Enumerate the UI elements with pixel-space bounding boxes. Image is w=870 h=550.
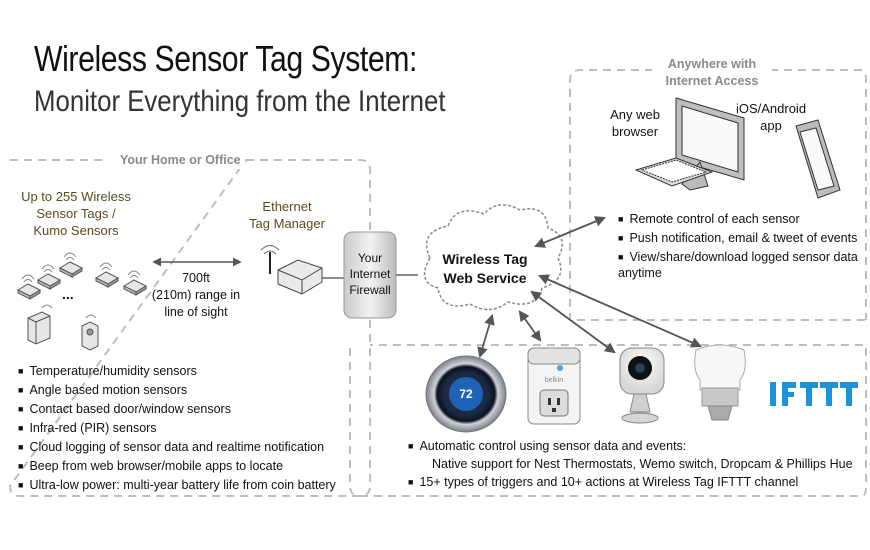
thermostat-reading: 72 xyxy=(459,387,473,401)
remote-features-tail: anytime xyxy=(618,266,662,280)
anywhere-label-line: Internet Access xyxy=(665,74,759,88)
anywhere-box xyxy=(569,69,870,321)
home-feature-item: Angle based motion sensors xyxy=(18,381,336,400)
automation-list-2: 15+ types of triggers and 10+ actions at… xyxy=(408,473,798,492)
arrow-cloud-nest xyxy=(477,313,495,359)
firewall-label: Your Internet Firewall xyxy=(344,250,396,298)
range-text-line: 700ft xyxy=(182,271,210,285)
home-feature-item: Beep from web browser/mobile apps to loc… xyxy=(18,457,336,476)
range-text-line: (210m) range in xyxy=(151,288,241,302)
remote-feature-item: Remote control of each sensor xyxy=(618,210,858,229)
firewall-label-line: Internet xyxy=(349,267,391,281)
home-office-box xyxy=(8,159,371,497)
range-text: 700ft (210m) range in line of sight xyxy=(146,270,246,321)
automation-list: Automatic control using sensor data and … xyxy=(408,437,686,456)
app-caption-line: app xyxy=(760,118,782,133)
page-subtitle: Monitor Everything from the Internet xyxy=(34,85,446,118)
sensor-ellipsis: ... xyxy=(62,286,74,302)
browser-caption-line: Any web xyxy=(610,107,660,122)
remote-features-list: Remote control of each sensor Push notif… xyxy=(618,210,858,267)
hue-bulb-illustration xyxy=(694,344,746,421)
arrow-cloud-dropcam xyxy=(530,290,616,354)
automation-box xyxy=(349,344,867,497)
arrow-cloud-wemo xyxy=(518,310,542,342)
remote-feature-item: View/share/download logged sensor data xyxy=(618,248,857,267)
web-service-label-line: Wireless Tag xyxy=(442,251,528,267)
web-service-label: Wireless Tag Web Service xyxy=(430,250,540,288)
tag-manager-caption-line: Tag Manager xyxy=(249,216,325,231)
sensors-caption-line: Up to 255 Wireless xyxy=(21,189,131,204)
home-feature-item: Temperature/humidity sensors xyxy=(18,362,336,381)
app-caption-line: iOS/Android xyxy=(735,101,807,116)
home-features-list: Temperature/humidity sensors Angle based… xyxy=(18,362,336,495)
automation-subline: Native support for Nest Thermostats, Wem… xyxy=(432,457,853,471)
range-text-line: line of sight xyxy=(164,305,228,319)
ifttt-logo xyxy=(770,382,858,406)
nest-thermostat-illustration xyxy=(425,355,507,433)
home-feature-item: Cloud logging of sensor data and realtim… xyxy=(18,438,336,457)
browser-caption-line: browser xyxy=(611,124,659,139)
home-feature-item: Contact based door/window sensors xyxy=(18,400,336,419)
dropcam-illustration xyxy=(619,347,665,424)
web-service-label-line: Web Service xyxy=(443,270,527,286)
anywhere-label-line: Anywhere with xyxy=(667,57,757,71)
web-service-cloud xyxy=(423,204,563,311)
sensors-caption-line: Kumo Sensors xyxy=(33,223,119,238)
home-feature-item: Infra-red (PIR) sensors xyxy=(18,419,336,438)
wemo-switch-illustration xyxy=(527,347,581,425)
tag-manager-caption-line: Ethernet xyxy=(262,199,312,214)
tag-manager-device xyxy=(260,245,323,295)
remote-feature-item: Push notification, email & tweet of even… xyxy=(618,229,858,248)
browser-caption: Any web browser xyxy=(600,106,670,140)
arrow-cloud-remote xyxy=(534,216,606,248)
sensor-tags-cluster xyxy=(16,252,148,351)
app-caption: iOS/Android app xyxy=(726,100,816,134)
home-office-label: Your Home or Office xyxy=(116,152,245,169)
automation-item: 15+ types of triggers and 10+ actions at… xyxy=(408,473,798,492)
arrow-cloud-hue xyxy=(538,274,702,348)
wemo-brand-label: belkin xyxy=(544,377,564,384)
firewall-label-line: Firewall xyxy=(349,283,391,297)
automation-item: Automatic control using sensor data and … xyxy=(408,437,686,456)
sensors-caption: Up to 255 Wireless Sensor Tags / Kumo Se… xyxy=(16,188,136,239)
computer-illustration xyxy=(634,97,745,191)
firewall-label-line: Your xyxy=(357,251,383,265)
sensors-caption-line: Sensor Tags / xyxy=(36,206,116,221)
tag-manager-caption: Ethernet Tag Manager xyxy=(242,198,332,232)
anywhere-label: Anywhere with Internet Access xyxy=(652,56,772,90)
tablet-illustration xyxy=(795,119,841,199)
home-feature-item: Ultra-low power: multi-year battery life… xyxy=(18,476,335,495)
page-title: Wireless Sensor Tag System: xyxy=(34,38,418,79)
